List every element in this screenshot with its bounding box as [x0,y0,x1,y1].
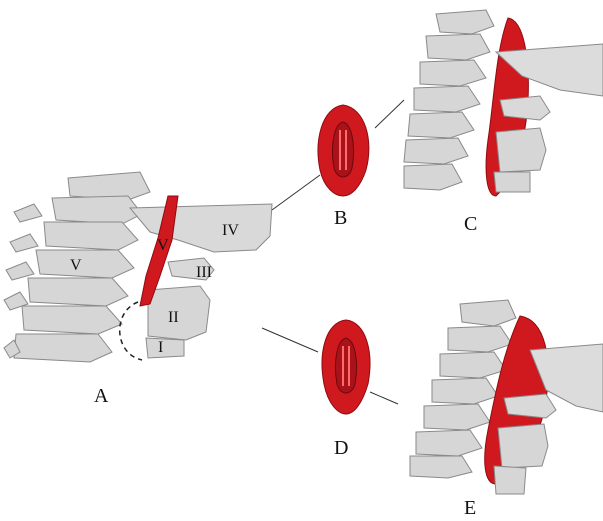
panel-d-illustration [322,320,370,414]
dashed-outline-a [120,302,142,360]
thyroid-cartilage-a [148,286,210,340]
panel-label-d: D [334,437,348,459]
connector-b-c [375,100,404,128]
label-ii: II [168,309,179,326]
panel-a-illustration: V V IV III II I [4,172,272,362]
label-iv: IV [222,222,239,239]
panel-label-a: A [94,385,109,407]
panel-label-e: E [464,497,476,519]
mandible-a [130,204,272,252]
panel-label-c: C [464,213,477,235]
label-v-left: V [70,257,82,274]
panel-c-illustration [404,10,603,196]
cricoid-a [146,338,184,358]
connector-a-d [262,328,318,352]
label-i: I [158,339,163,356]
panel-label-b: B [334,207,347,229]
connector-a-b [272,175,320,210]
panel-e-illustration [410,300,603,494]
connector-d-e [370,392,398,404]
label-v-mid: V [157,237,169,254]
label-iii: III [196,264,212,281]
panel-b-illustration [318,105,369,196]
